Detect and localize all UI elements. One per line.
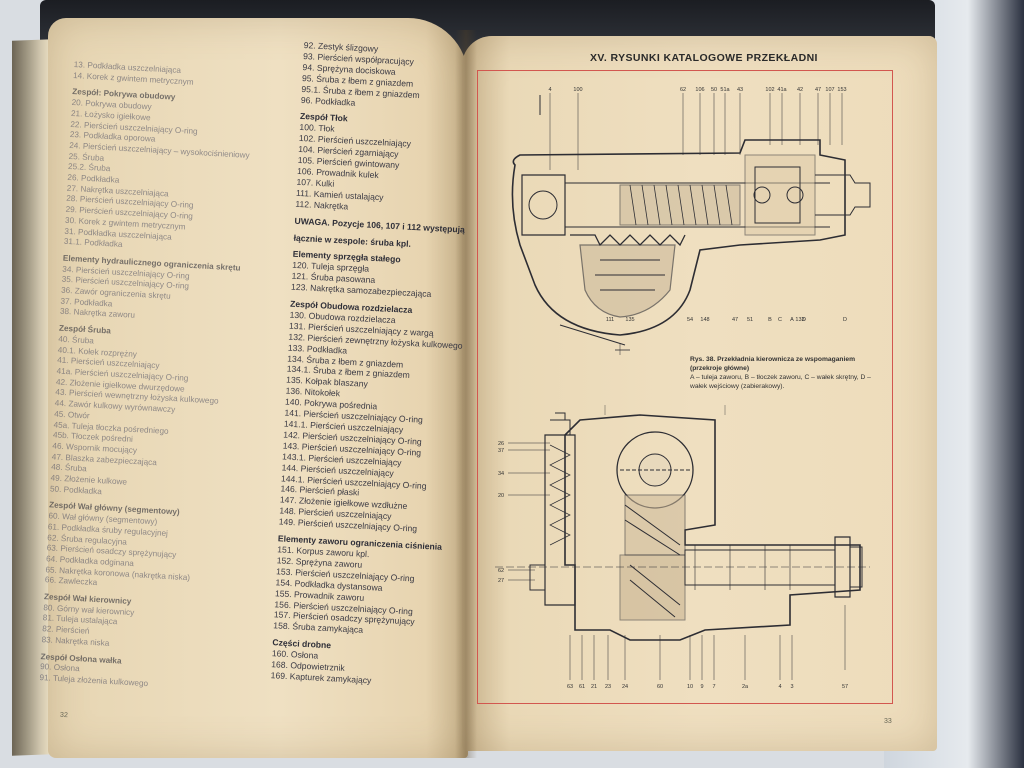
callout-label: 135 — [625, 317, 634, 323]
callout-label: D — [843, 317, 847, 323]
callout-label: 62 — [498, 568, 504, 574]
callout-label: 106 — [695, 87, 704, 93]
callout-label: 7 — [712, 684, 715, 690]
callout-label: 26 — [498, 441, 504, 447]
callout-label: 43 — [737, 87, 743, 93]
callout-label: 148 — [700, 317, 709, 323]
callout-label: 20 — [498, 493, 504, 499]
callout-label: 61 — [579, 684, 585, 690]
left-page — [48, 18, 468, 758]
callout-label: 3 — [790, 684, 793, 690]
drawing-frame — [477, 70, 893, 704]
callout-label: 2a — [742, 684, 749, 690]
callout-label: 100 — [573, 87, 582, 93]
callout-label: 107 — [825, 87, 834, 93]
callout-label: 21 — [591, 684, 597, 690]
section-heading: łącznie w zespole: śruba kpl. — [293, 232, 412, 249]
callout-label: 34 — [498, 471, 504, 477]
callout-label: 102 — [765, 87, 774, 93]
callout-label: 9 — [700, 684, 703, 690]
figure-caption: Rys. 38. Przekładnia kierownicza ze wspo… — [690, 355, 885, 391]
callout-label: 41a — [777, 87, 787, 93]
callout-label: 63 — [567, 684, 573, 690]
callout-label: 111 — [606, 317, 614, 323]
callout-label: 153 — [837, 87, 846, 93]
callout-label: 47 — [732, 317, 738, 323]
page-header: XV. RYSUNKI KATALOGOWE PRZEKŁADNI — [590, 52, 818, 64]
callout-label: 27 — [498, 578, 504, 584]
caption-body: A – tuleja zaworu, B – tłoczek zaworu, C… — [690, 374, 871, 390]
callout-label: 51 — [747, 317, 753, 323]
callout-label: 51a — [720, 87, 730, 93]
book-gutter — [455, 30, 477, 758]
callout-label: 42 — [797, 87, 803, 93]
callout-label: B — [768, 317, 772, 323]
callout-label: 54 — [687, 317, 693, 323]
left-page-number: 32 — [59, 711, 68, 720]
callout-label: 60 — [657, 684, 663, 690]
callout-label: 62 — [680, 87, 686, 93]
caption-title: Rys. 38. Przekładnia kierownicza ze wspo… — [690, 356, 856, 372]
callout-label: 10 — [687, 684, 693, 690]
right-page-number: 33 — [884, 718, 892, 725]
callout-label: 4 — [548, 87, 551, 93]
callout-label: 4 — [778, 684, 781, 690]
callout-label: D — [802, 317, 806, 323]
callout-label: 57 — [842, 684, 848, 690]
callout-label: 37 — [498, 448, 504, 454]
callout-label: 23 — [605, 684, 611, 690]
callout-label: 133 — [795, 317, 804, 323]
callout-label: 50 — [711, 87, 717, 93]
callout-label: A — [790, 317, 794, 323]
callout-label: C — [778, 317, 782, 323]
callout-label: 24 — [622, 684, 628, 690]
section-heading: UWAGA. Pozycje 106, 107 i 112 występują — [294, 215, 466, 235]
callout-label: 47 — [815, 87, 821, 93]
